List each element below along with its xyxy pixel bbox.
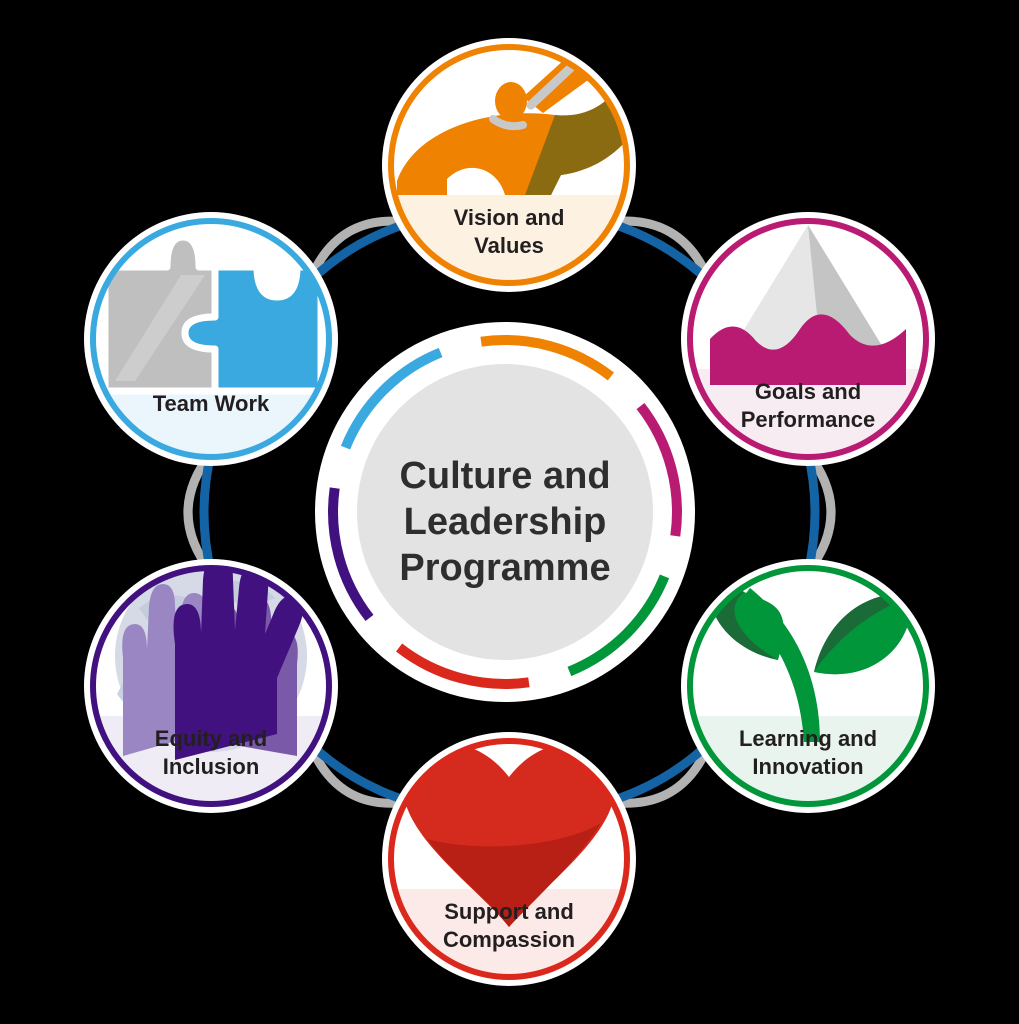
puzzle-pieces-icon bbox=[101, 233, 325, 395]
node-ring bbox=[90, 565, 332, 807]
seedling-leaf-right bbox=[814, 594, 913, 675]
observer-collar bbox=[489, 115, 527, 131]
hub-ring-segment-1 bbox=[636, 403, 682, 537]
node-ring bbox=[687, 565, 929, 807]
node-ring bbox=[388, 44, 630, 286]
node-ring bbox=[90, 218, 332, 460]
hub-ring-segment-3 bbox=[396, 643, 530, 689]
connector-inner-4 bbox=[199, 448, 216, 577]
mountain-base bbox=[710, 314, 906, 385]
connector-outer-2 bbox=[603, 738, 714, 808]
telescope-observer-icon bbox=[397, 0, 669, 195]
connector-outer-5 bbox=[304, 216, 416, 286]
node-ring bbox=[388, 738, 630, 980]
hand-center bbox=[173, 568, 303, 760]
hub-ring-segment-4 bbox=[328, 487, 374, 621]
seedling-leaf-right-shade bbox=[814, 594, 912, 672]
hub-ring-segment-0 bbox=[480, 335, 614, 381]
connector-outer-3 bbox=[305, 738, 415, 808]
flag-banner bbox=[812, 112, 874, 167]
heart-shadow bbox=[427, 823, 601, 927]
observer-head bbox=[495, 82, 527, 120]
connector-outer-0 bbox=[603, 216, 714, 287]
connector-outer-4 bbox=[183, 448, 216, 577]
node-content bbox=[93, 568, 329, 804]
hub-circle bbox=[357, 364, 653, 660]
node-content bbox=[391, 743, 627, 977]
connector-inner-1 bbox=[803, 448, 820, 577]
node-label: Team Work bbox=[153, 391, 270, 416]
node-team-work[interactable]: Team Work bbox=[84, 212, 338, 497]
telescope-lens bbox=[627, 0, 669, 31]
raised-hands-globe-icon bbox=[115, 568, 307, 760]
seedling-stem bbox=[738, 588, 820, 742]
heart-icon bbox=[403, 743, 615, 927]
connector-outer-1 bbox=[803, 448, 836, 577]
puzzle-gloss bbox=[115, 275, 205, 381]
hub-ring-segment-2 bbox=[567, 574, 670, 677]
node-content bbox=[690, 112, 926, 457]
mountain-flag-icon bbox=[710, 112, 906, 385]
heart-shape bbox=[403, 743, 615, 927]
node-ring bbox=[687, 218, 929, 460]
hub-ring-segment-5 bbox=[340, 347, 443, 450]
